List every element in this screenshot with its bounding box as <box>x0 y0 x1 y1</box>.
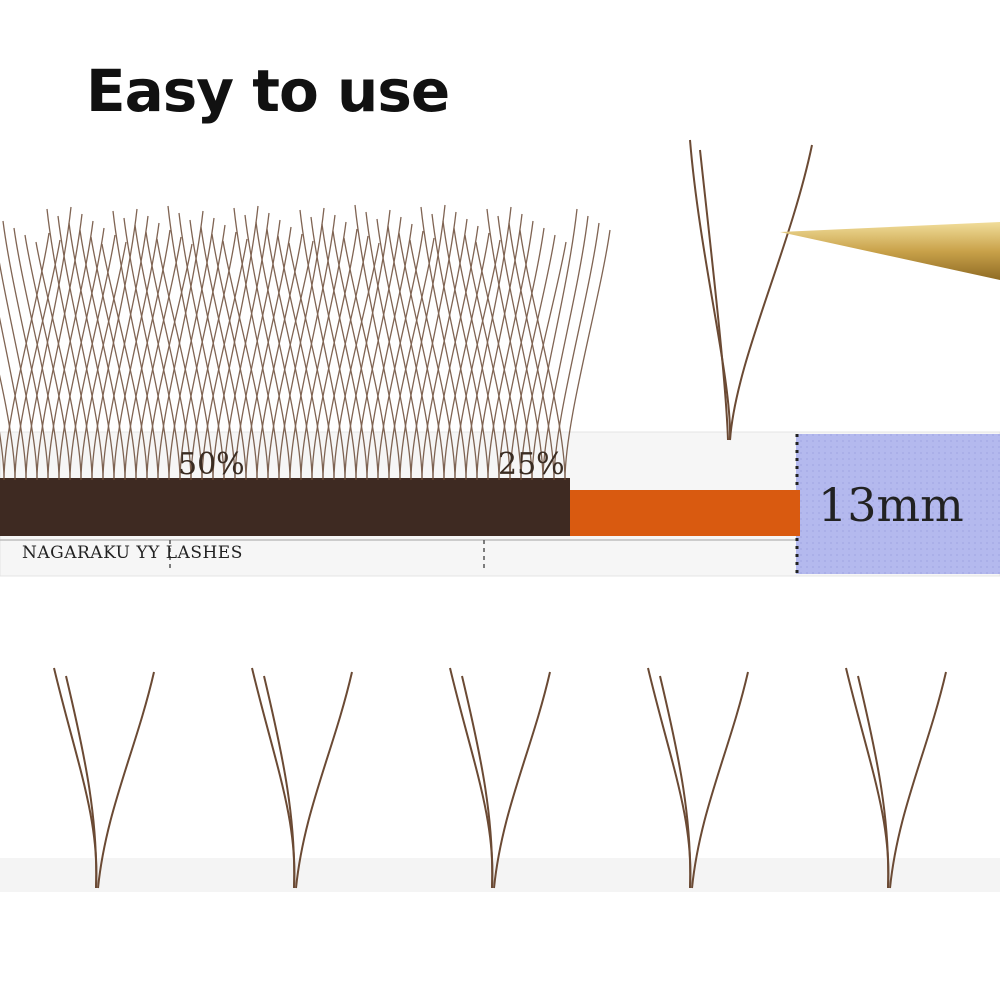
tweezer-icon <box>780 222 1000 280</box>
orange-glue-strip <box>560 490 800 536</box>
brand-label: NAGARAKU YY LASHES <box>22 543 243 563</box>
lash-base-band <box>0 478 570 536</box>
headline: Easy to use <box>86 57 450 125</box>
lash-row <box>0 204 611 481</box>
length-label: 13mm <box>818 478 964 532</box>
lash-fan-single <box>845 667 947 889</box>
lash-fan-single <box>449 667 551 889</box>
length-tag-texture <box>796 434 1000 574</box>
bottom-strip <box>0 858 1000 892</box>
percent-label-2: 25% <box>498 447 565 482</box>
lash-fan-single <box>251 667 353 889</box>
percent-label-1: 50% <box>178 447 245 482</box>
lash-fan-single <box>53 667 155 889</box>
lash-fan-single <box>647 667 749 889</box>
lash-fan-single-top <box>689 139 813 441</box>
